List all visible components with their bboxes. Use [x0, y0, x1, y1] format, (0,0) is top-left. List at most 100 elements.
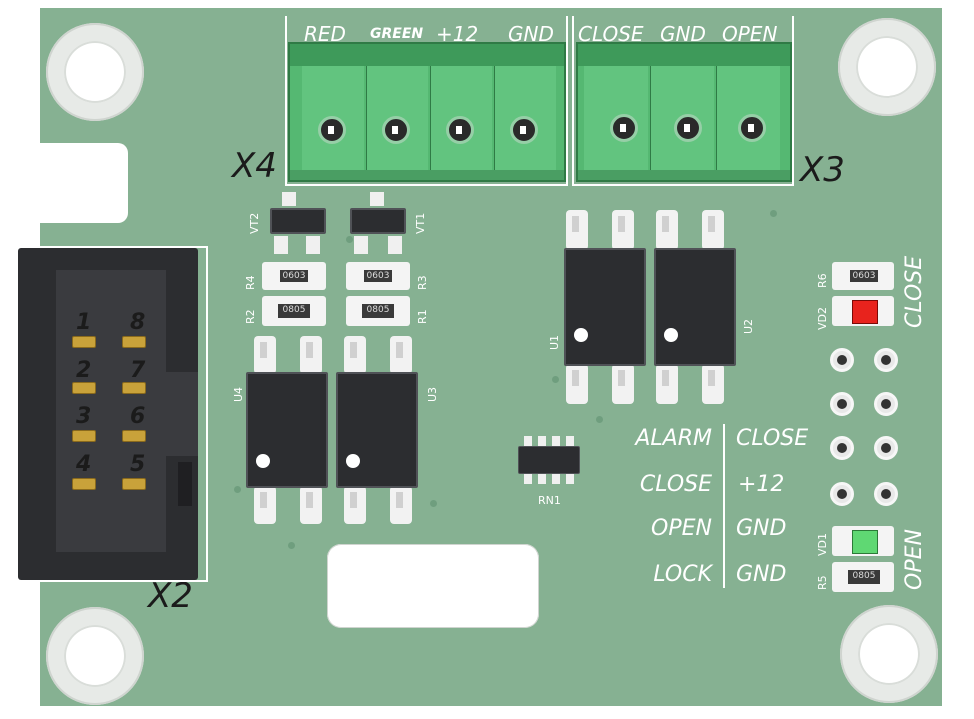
x3-screw-open[interactable] [738, 114, 766, 142]
vt2-transistor [270, 208, 326, 234]
x4-screw-gnd[interactable] [510, 116, 538, 144]
x2-latch [178, 462, 192, 506]
r2-ref: R2 [244, 309, 257, 324]
u1-ref: U1 [548, 334, 561, 350]
tht-pad-5 [830, 436, 854, 460]
x3-outline [572, 16, 794, 186]
u2-pad-3 [656, 364, 678, 404]
board-cutout [327, 544, 539, 628]
r6-code: 0603 [850, 270, 878, 282]
tht-pad-6 [874, 436, 898, 460]
via [430, 500, 437, 507]
signal-row-1-left: ALARM [635, 426, 712, 451]
u3-pad-3 [344, 486, 366, 524]
x4-screw-red[interactable] [318, 116, 346, 144]
u4-pad-4 [300, 486, 322, 524]
x2-pin-number-7: 7 [130, 358, 146, 383]
mounting-hole-top-right-center [856, 36, 918, 98]
u4-pad-1 [254, 336, 276, 374]
r4-ref: R4 [244, 275, 257, 290]
vt1-ref: VT1 [414, 212, 427, 234]
r1-ref: R1 [416, 309, 429, 324]
x2-pin-8 [122, 336, 146, 348]
u2-pad-4 [702, 364, 724, 404]
x2-pin-number-3: 3 [76, 404, 92, 429]
rn1-pads-bottom [524, 474, 580, 484]
x2-pin-number-1: 1 [76, 310, 92, 335]
vt1-pad-left [354, 236, 368, 254]
signal-row-3-left: OPEN [651, 516, 712, 541]
x3-terminal-block[interactable] [576, 42, 792, 182]
board-notch [40, 143, 128, 223]
via [234, 486, 241, 493]
x2-pin-7 [122, 382, 146, 394]
u1-pad-1 [566, 210, 588, 250]
x2-pin-3 [72, 430, 96, 442]
u2-pad-1 [656, 210, 678, 250]
u1-pin1-marker [574, 328, 588, 342]
rn1-pads-top [524, 436, 580, 446]
rn1-ref: RN1 [538, 494, 561, 507]
tht-pad-2 [874, 348, 898, 372]
x2-pin-number-5: 5 [130, 452, 146, 477]
x2-key-slot [166, 372, 198, 456]
u3-pin1-marker [346, 454, 360, 468]
x2-pin-number-8: 8 [130, 310, 146, 335]
signal-row-2-left: CLOSE [639, 472, 712, 497]
signal-row-1-right: CLOSE [736, 426, 809, 451]
u4-optocoupler [246, 372, 328, 488]
signal-table-divider [723, 424, 725, 588]
vd1-led [852, 530, 878, 554]
u3-ref: U3 [426, 386, 439, 402]
x3-screw-gnd[interactable] [674, 114, 702, 142]
close-indicator-label: CLOSE [902, 255, 927, 328]
via [552, 376, 559, 383]
x2-inner-well [56, 270, 166, 552]
x2-pin-6 [122, 430, 146, 442]
rn1-resistor-network [518, 446, 580, 474]
x4-screw-plus12[interactable] [446, 116, 474, 144]
vt2-ref: VT2 [248, 212, 261, 234]
r4-code: 0603 [280, 270, 308, 282]
via [346, 236, 353, 243]
vd1-ref: VD1 [816, 533, 829, 556]
tht-pad-1 [830, 348, 854, 372]
vd2-ref: VD2 [816, 307, 829, 330]
tht-pad-8 [874, 482, 898, 506]
u3-pad-1 [344, 336, 366, 374]
u4-ref: U4 [232, 386, 245, 402]
u1-pad-2 [612, 210, 634, 250]
r3-code: 0603 [364, 270, 392, 282]
u1-pad-4 [612, 364, 634, 404]
tht-pad-7 [830, 482, 854, 506]
u4-pad-2 [300, 336, 322, 374]
r1-code: 0805 [362, 304, 394, 318]
u2-pad-2 [702, 210, 724, 250]
signal-row-4-left: LOCK [653, 562, 712, 587]
x4-pin-label-green: GREEN [370, 26, 424, 42]
u2-optocoupler [654, 248, 736, 366]
x4-terminal-block[interactable] [288, 42, 566, 182]
tht-pad-4 [874, 392, 898, 416]
x3-screw-close[interactable] [610, 114, 638, 142]
x2-outline [22, 246, 208, 582]
vt2-pad-right [306, 236, 320, 254]
signal-row-2-right: +12 [738, 472, 785, 497]
r2-code: 0805 [278, 304, 310, 318]
open-indicator-label: OPEN [902, 529, 927, 590]
via [288, 542, 295, 549]
vt1-pad-right [388, 236, 402, 254]
x2-pin-2 [72, 382, 96, 394]
u2-pin1-marker [664, 328, 678, 342]
x4-screw-green[interactable] [382, 116, 410, 144]
tht-pad-3 [830, 392, 854, 416]
signal-row-3-right: GND [736, 516, 787, 541]
u4-pad-3 [254, 486, 276, 524]
r6-ref: R6 [816, 273, 829, 288]
x3-designator: X3 [800, 150, 845, 190]
u3-optocoupler [336, 372, 418, 488]
x2-pin-4 [72, 478, 96, 490]
r5-ref: R5 [816, 575, 829, 590]
u1-optocoupler [564, 248, 646, 366]
u3-pad-4 [390, 486, 412, 524]
